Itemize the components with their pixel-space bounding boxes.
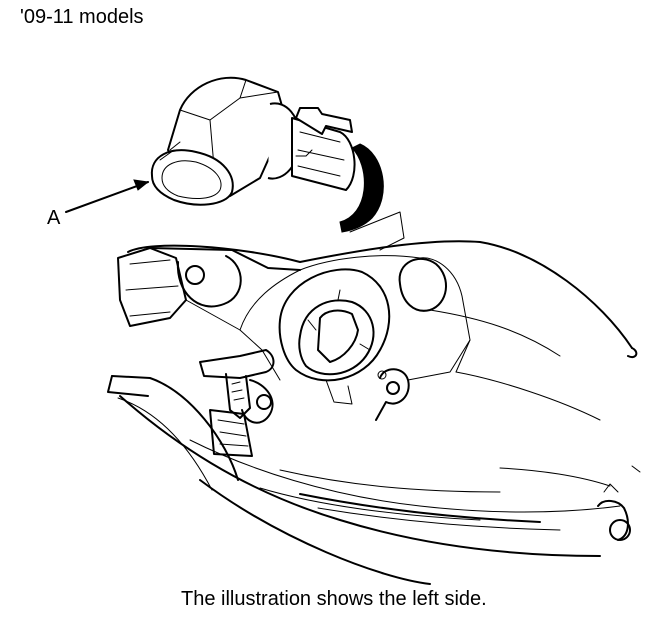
diagram-title: '09-11 models <box>20 6 144 28</box>
headlight-housing <box>107 240 641 585</box>
bulb-connector <box>65 76 384 233</box>
diagram-caption: The illustration shows the left side. <box>181 588 487 610</box>
callout-label-a: A <box>47 207 61 229</box>
leader-line <box>349 211 405 251</box>
